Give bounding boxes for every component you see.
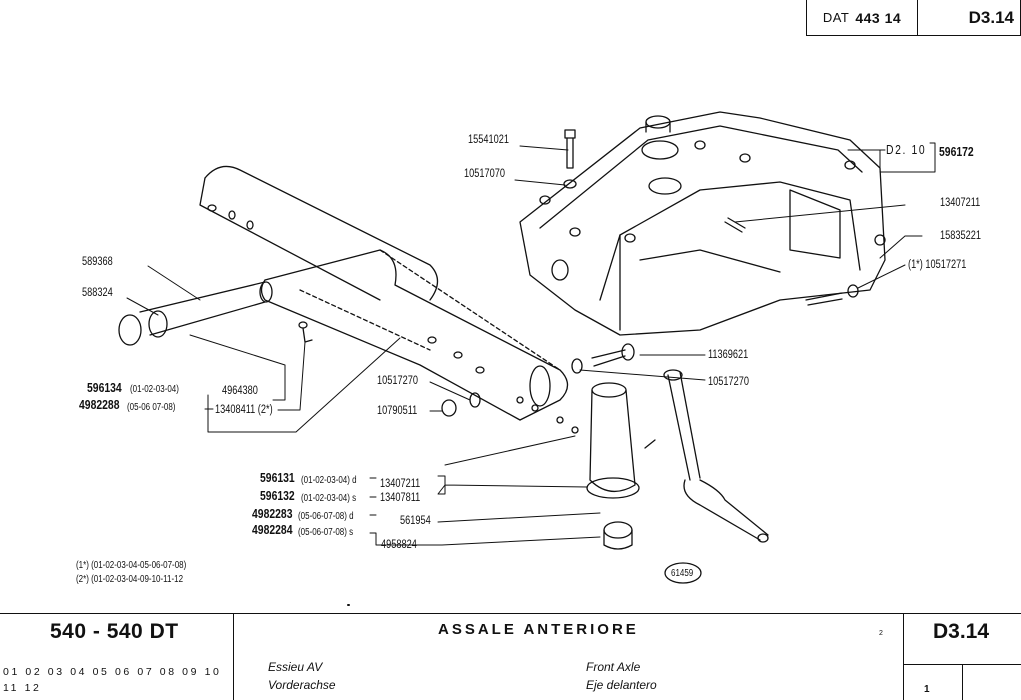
axle-support-bracket [519,111,886,336]
title-spanish: Eje delantero [586,678,657,692]
part-label-15835221: 15835221 [940,230,981,242]
part-label-10790511: 10790511 [377,405,418,417]
part-label-596134: 596134 [87,380,122,395]
footnote-1: (1*) (01-02-03-04-05-06-07-08) [76,560,187,571]
axle-beam [118,165,579,434]
dat-reference: DAT 443 14 [806,0,918,36]
part-models-596134: (01-02-03-04) [130,384,179,395]
part-label-561954: 561954 [400,515,431,527]
part-label-596172: 596172 [939,144,974,159]
part-models-596132: (01-02-03-04) s [301,493,357,504]
part-label-4958824: 4958824 [381,539,417,551]
part-label-596131: 596131 [260,470,295,485]
sheet-number: 1 [924,684,930,695]
part-label-11369621: 11369621 [708,349,749,361]
part-label-10517271: (1*) 10517271 [908,259,967,271]
fasteners [441,284,859,417]
part-label-10517270-b: 10517270 [708,376,749,388]
part-label-4982284: 4982284 [252,522,293,537]
part-models-4982283: (05-06-07-08) d [298,511,354,522]
part-label-13408411: 13408411 (2*) [215,404,273,416]
part-label-13407211-b: 13407211 [380,478,421,490]
part-label-15541021: 15541021 [468,134,509,146]
dat-prefix: DAT [822,10,850,25]
part-label-596132: 596132 [260,488,295,503]
bolt-drawing [563,129,577,189]
page-code-bottom: D3.14 [933,620,990,643]
title-english: Front Axle [586,660,641,674]
page-title: ASSALE ANTERIORE [438,621,639,638]
part-models-4982284: (05-06-07-08) s [298,527,354,538]
page-number: 2 [879,630,883,637]
title-german: Vorderachse [268,678,336,692]
model-numbers-line-2: 11 12 [3,682,42,694]
ref-label-d210: D2. 10 [886,142,927,157]
title-block-divider-sheet [962,664,963,700]
leader-lines [126,142,936,546]
figure-number: 61459 [671,568,694,579]
figure-number-oval [664,562,702,584]
title-block-border [0,613,1021,614]
model-numbers-line-1: 01 02 03 04 05 06 07 08 09 10 [3,666,222,678]
front-axle-exploded-drawing [118,111,936,606]
part-label-13407811: 13407811 [380,492,421,504]
steering-knuckle [298,321,769,550]
dat-number: 443 14 [855,9,902,26]
part-label-13407211: 13407211 [940,197,981,209]
title-block-divider-left [233,613,234,700]
part-label-589368: 589368 [82,256,113,268]
part-label-4982288: 4982288 [79,397,120,412]
part-label-4982283: 4982283 [252,506,293,521]
title-french: Essieu AV [268,660,323,674]
tractor-model: 540 - 540 DT [50,620,179,643]
part-label-10517270-a: 10517270 [377,375,418,387]
part-models-4982288: (05-06 07-08) [127,402,176,413]
part-label-588324: 588324 [82,287,113,299]
part-label-10517070: 10517070 [464,168,505,180]
footnote-2: (2*) (01-02-03-04-09-10-11-12 [76,574,184,585]
part-label-4964380: 4964380 [222,385,258,397]
title-block-divider-right [903,613,904,700]
part-models-596131: (01-02-03-04) d [301,475,357,486]
